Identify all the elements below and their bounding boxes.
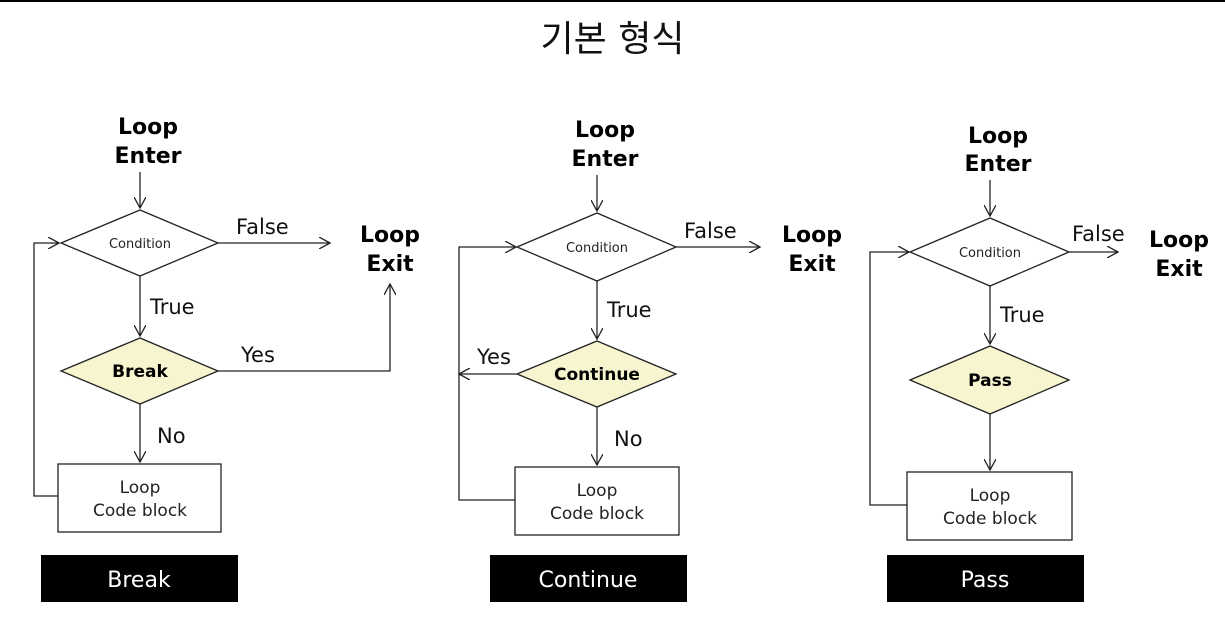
loop-exit-line2: Exit: [1155, 257, 1203, 282]
code-block-line2: Code block: [93, 501, 187, 521]
false-label: False: [1072, 222, 1125, 246]
true-label: True: [149, 295, 195, 319]
loop-enter-line1: Loop: [968, 124, 1028, 149]
yes-arrow: [218, 284, 390, 372]
loop-enter-line1: Loop: [118, 115, 178, 140]
code-block: [906, 471, 1073, 541]
yes-label: Yes: [476, 345, 511, 369]
panel-label: Continue: [539, 568, 638, 593]
loop-enter-line2: Enter: [572, 147, 639, 172]
condition-label: Condition: [959, 246, 1021, 261]
code-block-line1: Loop: [577, 481, 618, 501]
loop-exit-line1: Loop: [360, 223, 420, 248]
loop-enter-line2: Enter: [115, 144, 182, 169]
top-rule: [0, 0, 1225, 2]
keyword-label: Break: [112, 362, 168, 382]
condition-label: Condition: [109, 237, 171, 252]
no-label: No: [614, 427, 643, 451]
false-label: False: [684, 219, 737, 243]
loop-exit-line2: Exit: [788, 252, 836, 277]
loop-back-arrow: [33, 243, 59, 497]
panel-label: Pass: [961, 568, 1010, 593]
pass-diamond: [908, 345, 1071, 415]
panel-label-box: [490, 555, 687, 602]
code-block: [514, 466, 680, 536]
true-label: True: [999, 303, 1045, 327]
continue-diamond: [515, 340, 678, 408]
code-block: [57, 463, 222, 533]
no-label: No: [157, 424, 186, 448]
condition-label: Condition: [566, 241, 628, 256]
panel-label-box: [41, 555, 238, 602]
loop-exit-line1: Loop: [1149, 228, 1209, 253]
false-label: False: [236, 215, 289, 239]
panel-label-box: [887, 555, 1084, 602]
loop-exit-line1: Loop: [782, 223, 842, 248]
loop-back-arrow: [869, 252, 909, 506]
panel-continue: Loop Enter Condition False Loop Exit Tru…: [459, 118, 842, 602]
code-block-line2: Code block: [943, 509, 1037, 529]
code-block-line2: Code block: [550, 504, 644, 524]
code-block-line1: Loop: [970, 486, 1011, 506]
page-title: 기본 형식: [540, 19, 685, 60]
code-block-line1: Loop: [120, 478, 161, 498]
panel-pass: Loop Enter Condition False Loop Exit Tru…: [869, 124, 1209, 602]
loop-enter-line1: Loop: [575, 118, 635, 143]
keyword-label: Pass: [968, 371, 1012, 391]
panel-label: Break: [107, 568, 171, 593]
yes-label: Yes: [240, 343, 275, 367]
panel-break: Loop Enter Condition False Loop Exit Tru…: [33, 115, 420, 602]
loop-exit-line2: Exit: [366, 252, 414, 277]
loop-back-arrow: [458, 247, 516, 501]
loop-enter-line2: Enter: [965, 152, 1032, 177]
keyword-label: Continue: [554, 365, 640, 385]
true-label: True: [606, 298, 652, 322]
